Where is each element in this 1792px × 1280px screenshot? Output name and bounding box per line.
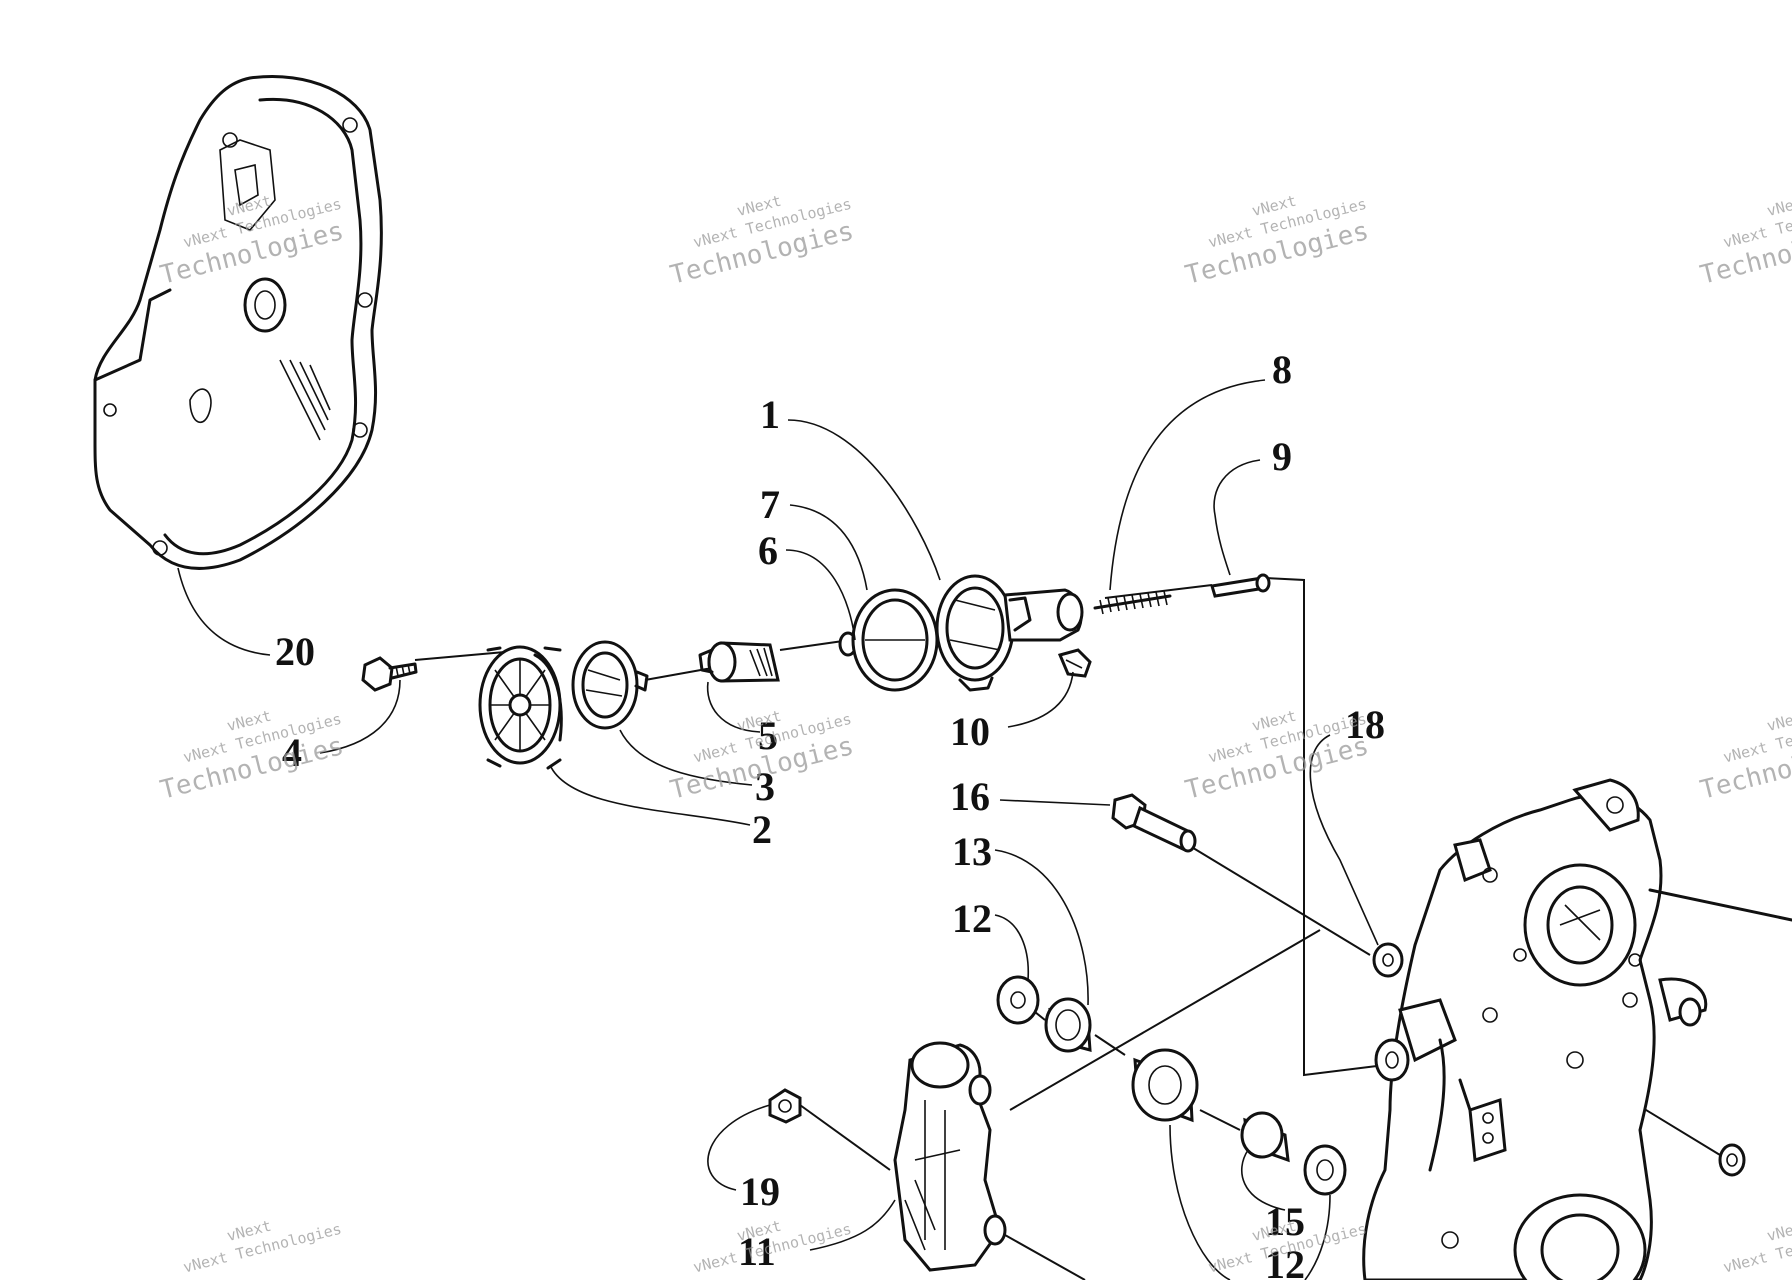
callout-20: 20	[275, 629, 315, 674]
callout-9: 9	[1272, 434, 1292, 479]
housing-part-1	[935, 574, 1084, 692]
nut-part-19	[768, 1088, 802, 1124]
watermark: vNext vNext Technologies Technologies	[1697, 707, 1792, 806]
watermark: vNext vNext Technologies	[1721, 1217, 1792, 1277]
watermark: vNext vNext Technologies Technologies	[1697, 192, 1792, 291]
callout-8: 8	[1272, 347, 1292, 392]
watermark: vNext vNext Technologies	[181, 1217, 343, 1277]
callout-15: 15	[1265, 1199, 1305, 1244]
callout-6: 6	[758, 528, 778, 573]
callout-3: 3	[755, 764, 775, 809]
cover-plate-part-2	[478, 645, 563, 770]
gear-case-cover-part-20	[93, 75, 383, 570]
small-bushing-part-15	[1240, 1111, 1290, 1163]
svg-text:vNext: vNext	[1765, 192, 1792, 220]
callout-18: 18	[1345, 702, 1385, 747]
callout-13: 13	[952, 829, 992, 874]
ring-part-3	[571, 640, 649, 730]
callout-12: 12	[952, 896, 992, 941]
cap-screw-part-4	[361, 656, 418, 692]
small-screw-part-10	[1057, 648, 1092, 678]
callout-12-lower: 12	[1265, 1242, 1305, 1280]
callout-5: 5	[758, 713, 778, 758]
callout-7: 7	[760, 482, 780, 527]
large-ring-part-7	[851, 588, 939, 692]
callout-labels: 1 2 3 4 5 6 7 8 9 10 11 12 12 13 15 16 1…	[275, 347, 1385, 1280]
svg-text:vNext: vNext	[1765, 707, 1792, 735]
watermark: vNext vNext Technologies Technologies	[667, 192, 857, 291]
sleeve-part-5	[698, 641, 780, 683]
washer-right-edge	[1718, 1143, 1746, 1177]
washer-near-part-15	[1303, 1144, 1347, 1196]
callout-16: 16	[950, 774, 990, 819]
washer-part-12	[996, 975, 1040, 1025]
bolt-part-16	[1111, 793, 1197, 853]
watermark: vNext vNext Technologies Technologies	[1182, 192, 1372, 291]
watermark: vNext vNext Technologies Technologies	[157, 707, 347, 806]
callout-1: 1	[760, 392, 780, 437]
bushing-part-13	[1044, 997, 1092, 1053]
watermark: vNext vNext Technologies Technologies	[157, 192, 347, 291]
pin-part-9	[1210, 573, 1271, 598]
large-bushing	[1131, 1048, 1199, 1123]
callout-10: 10	[950, 709, 990, 754]
washer-part-18	[1372, 942, 1404, 978]
callout-11: 11	[738, 1229, 776, 1274]
svg-text:vNext: vNext	[1765, 1217, 1792, 1245]
chaincase-housing	[1362, 778, 1792, 1280]
callout-4: 4	[282, 730, 302, 775]
spring-part-8	[1093, 590, 1172, 615]
callout-19: 19	[740, 1169, 780, 1214]
leader-lines	[177, 379, 1379, 1280]
arm-bracket-part-11	[893, 1041, 1007, 1272]
callout-2: 2	[752, 807, 772, 852]
